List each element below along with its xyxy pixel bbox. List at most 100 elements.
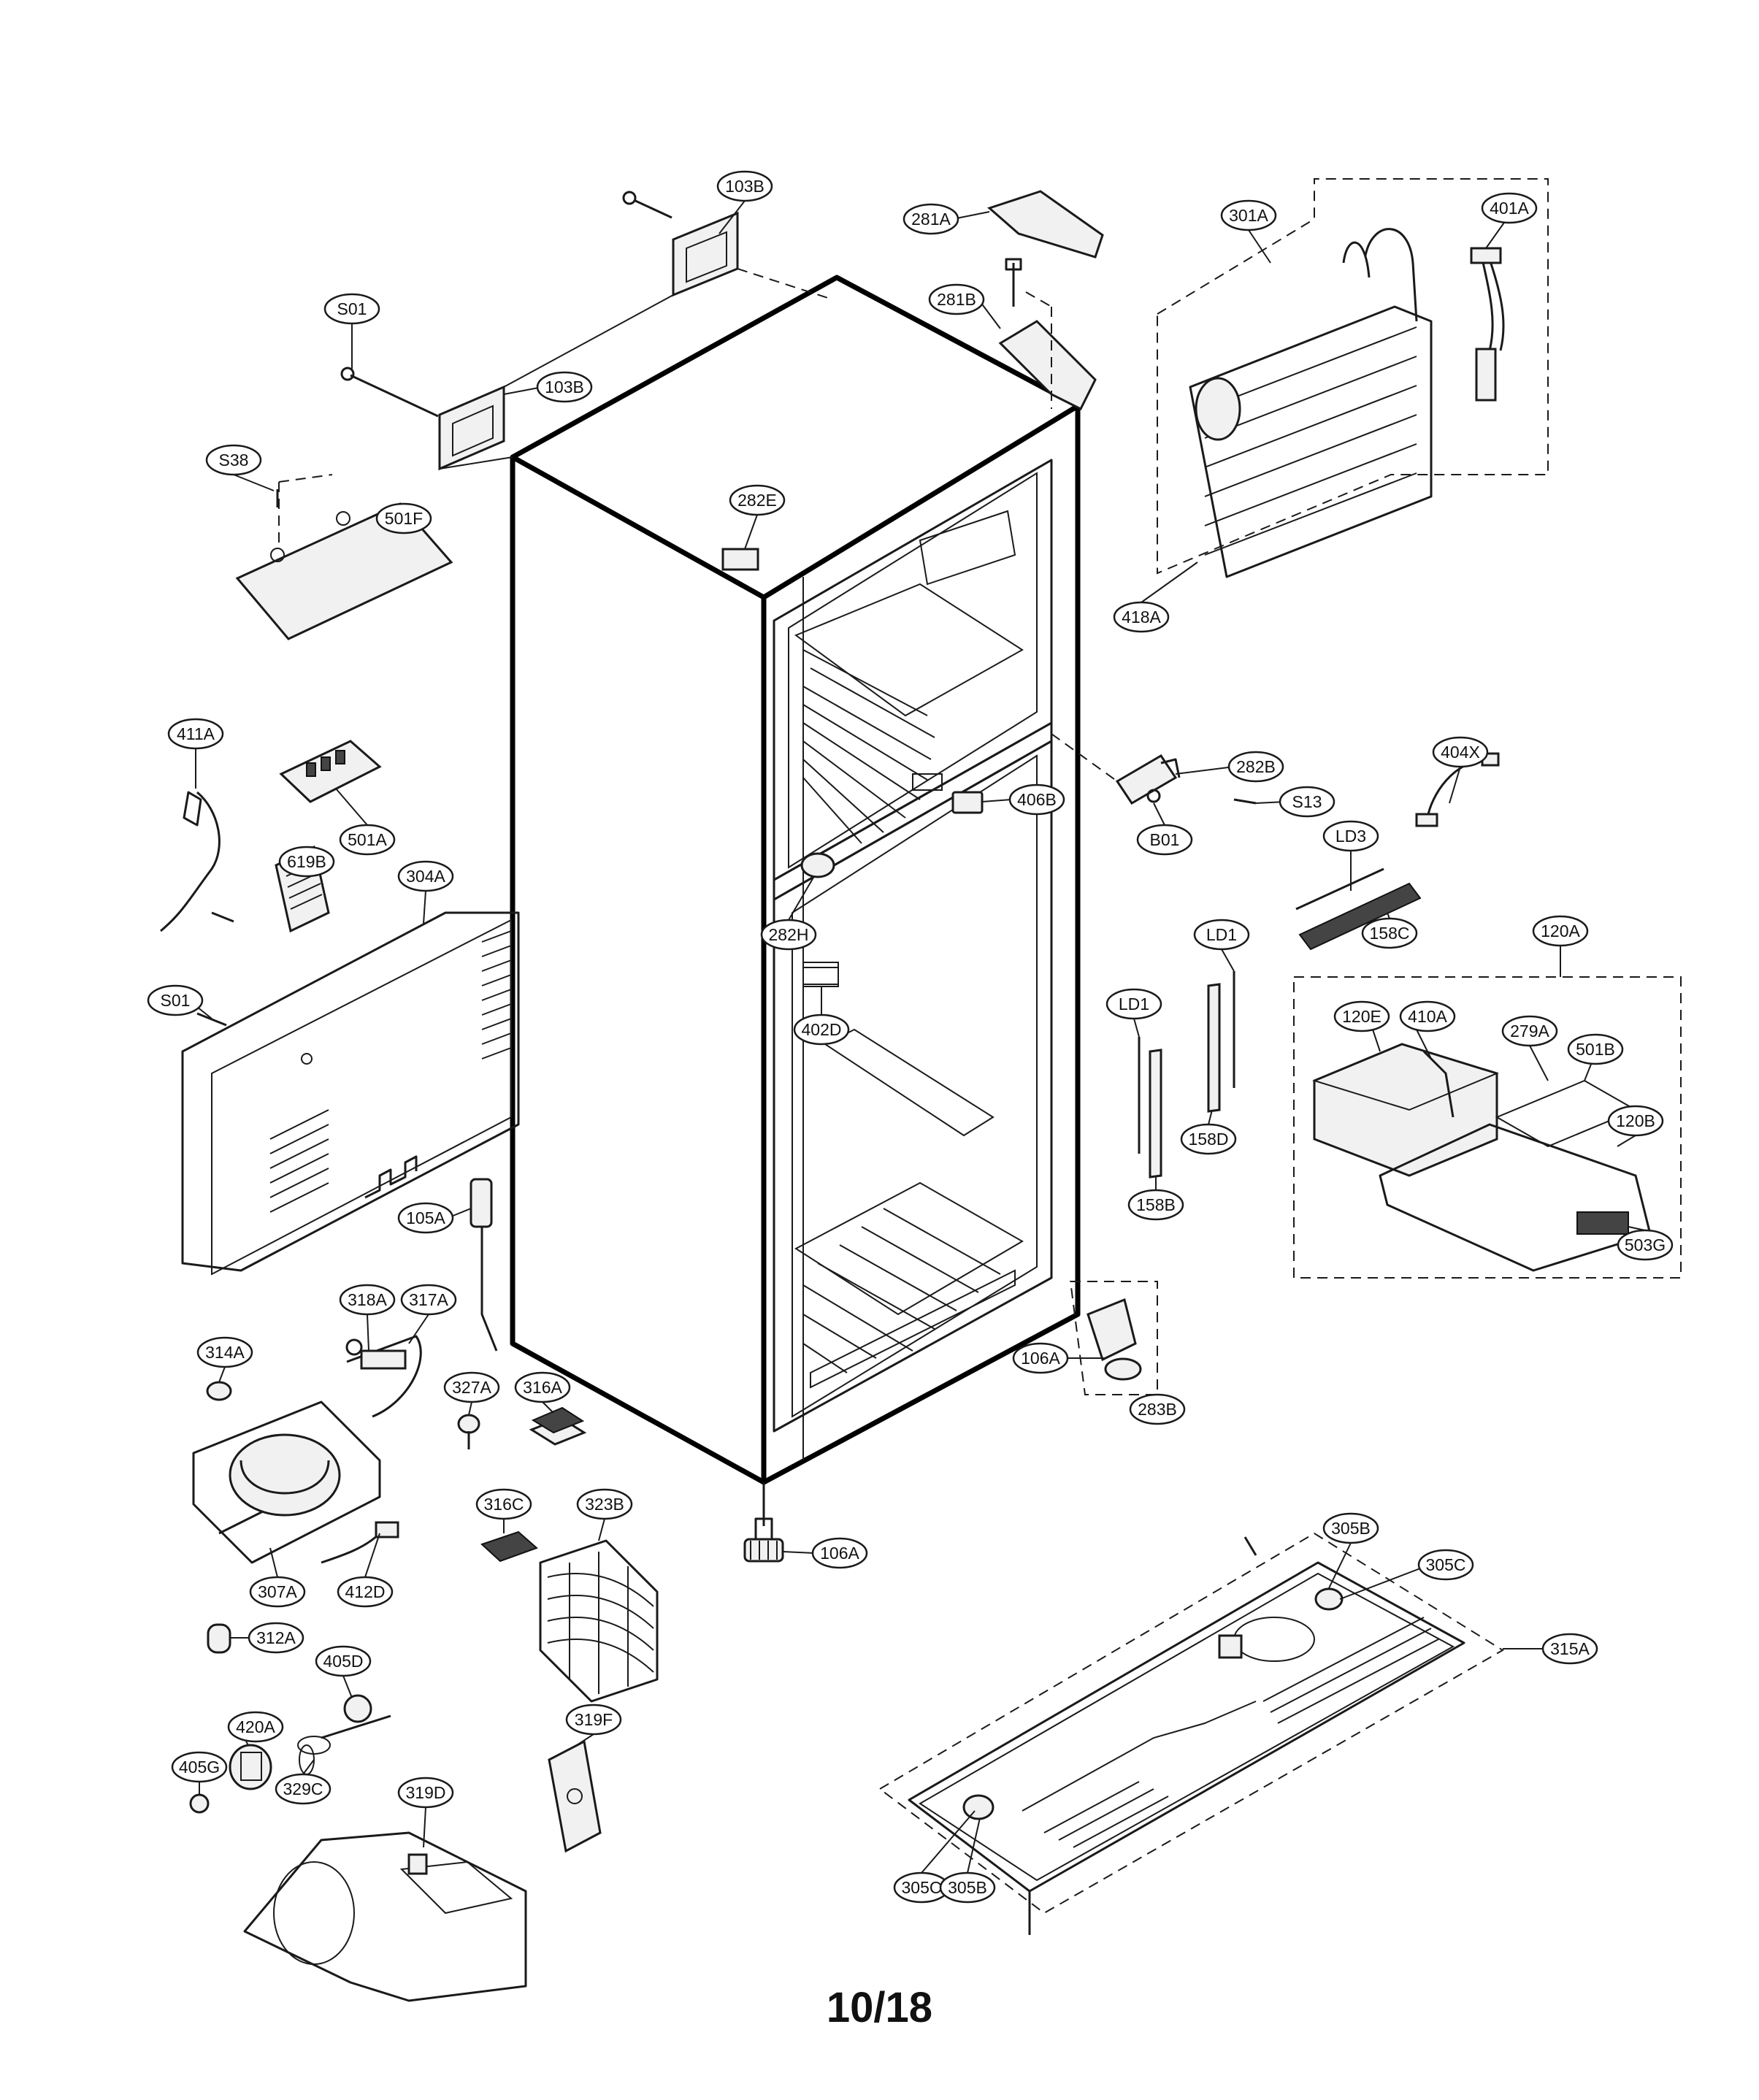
callout-501b: 501B bbox=[1567, 1033, 1624, 1065]
overload-protector bbox=[345, 1335, 422, 1418]
callout-ellipse bbox=[1220, 199, 1277, 231]
compressor-mount bbox=[207, 1623, 231, 1654]
callout-s38: S38 bbox=[205, 444, 262, 476]
callout-label: 106A bbox=[1021, 1349, 1060, 1368]
callout-label: 283B bbox=[1138, 1400, 1177, 1419]
callout-ellipse bbox=[1361, 917, 1418, 949]
callout-ld3: LD3 bbox=[1322, 820, 1379, 852]
callout-327a: 327A bbox=[443, 1371, 500, 1403]
callout-s01-top: S01 bbox=[323, 293, 380, 325]
callout-ellipse bbox=[1607, 1105, 1664, 1137]
callout-label: 405G bbox=[179, 1758, 220, 1777]
callout-label: LD3 bbox=[1335, 827, 1366, 846]
callout-279a: 279A bbox=[1501, 1015, 1558, 1047]
callout-ellipse bbox=[248, 1622, 304, 1654]
callout-label: 281A bbox=[911, 210, 951, 229]
callout-label: 281B bbox=[937, 290, 976, 309]
callout-120e: 120E bbox=[1333, 1000, 1390, 1032]
callout-ellipse bbox=[1501, 1015, 1558, 1047]
callout-label: 418A bbox=[1122, 608, 1161, 626]
callout-layer: 103B S01 103B S38 501F 282E 281A 281B 301A 401A 41… bbox=[147, 170, 1674, 1904]
callout-label: LD1 bbox=[1206, 925, 1237, 944]
callout-503g: 503G bbox=[1617, 1229, 1674, 1261]
callout-ld1-left: LD1 bbox=[1105, 988, 1162, 1020]
callout-ellipse bbox=[1417, 1549, 1474, 1581]
callout-label: 305B bbox=[1331, 1519, 1371, 1538]
callout-420a: 420A bbox=[227, 1711, 284, 1743]
callout-label: 106A bbox=[820, 1544, 859, 1563]
callout-label: 282E bbox=[737, 491, 777, 510]
callout-b01: B01 bbox=[1136, 824, 1193, 856]
callout-label: 305C bbox=[1426, 1555, 1466, 1574]
compressor bbox=[192, 1400, 381, 1564]
leveling-foot bbox=[743, 1482, 784, 1563]
callout-ellipse bbox=[397, 860, 454, 892]
callout-103b-mid: 103B bbox=[536, 371, 593, 403]
callout-106a-bottom: 106A bbox=[811, 1537, 868, 1569]
callout-103b-top: 103B bbox=[716, 170, 773, 202]
callout-ellipse bbox=[375, 502, 432, 534]
callout-label: 312A bbox=[256, 1628, 296, 1647]
callout-label: 319F bbox=[575, 1710, 613, 1729]
callout-ellipse bbox=[928, 283, 985, 315]
callout-316c: 316C bbox=[475, 1488, 532, 1520]
callout-ellipse bbox=[397, 1777, 454, 1809]
callout-label: 316A bbox=[523, 1378, 562, 1397]
insulation-pad bbox=[529, 1406, 587, 1446]
callout-ellipse bbox=[196, 1336, 253, 1368]
callout-label: B01 bbox=[1150, 830, 1180, 849]
callout-ellipse bbox=[339, 824, 396, 856]
callout-106a-right: 106A bbox=[1012, 1342, 1069, 1374]
callout-label: 619B bbox=[287, 852, 326, 871]
callout-ellipse bbox=[793, 1013, 850, 1046]
callout-ellipse bbox=[514, 1371, 571, 1403]
callout-ellipse bbox=[1279, 786, 1335, 818]
callout-ellipse bbox=[1193, 919, 1250, 951]
callout-ellipse bbox=[1136, 824, 1193, 856]
fan-grille bbox=[548, 1739, 602, 1853]
door-switch bbox=[951, 791, 984, 814]
callout-501f: 501F bbox=[375, 502, 432, 534]
callout-s13: S13 bbox=[1279, 786, 1335, 818]
callout-label: 316C bbox=[484, 1495, 524, 1514]
callout-label: 307A bbox=[258, 1582, 297, 1601]
callout-405g: 405G bbox=[171, 1751, 228, 1783]
callout-305b-bottom: 305B bbox=[939, 1871, 996, 1904]
callout-401a: 401A bbox=[1481, 192, 1538, 224]
callout-ellipse bbox=[903, 203, 959, 235]
callout-ellipse bbox=[729, 484, 786, 516]
callout-ellipse bbox=[1129, 1393, 1186, 1425]
callout-label: 279A bbox=[1510, 1022, 1549, 1041]
callout-411a: 411A bbox=[167, 718, 224, 750]
hinge-cover-mid bbox=[340, 367, 505, 471]
callout-ellipse bbox=[1532, 915, 1589, 947]
callout-307a: 307A bbox=[249, 1576, 306, 1608]
callout-ellipse bbox=[397, 1202, 454, 1234]
callout-label: 301A bbox=[1229, 206, 1268, 225]
callout-323b: 323B bbox=[576, 1488, 633, 1520]
power-cord bbox=[160, 791, 234, 932]
callout-317a: 317A bbox=[400, 1284, 457, 1316]
callout-label: 420A bbox=[236, 1717, 275, 1736]
callout-318a: 318A bbox=[339, 1284, 396, 1316]
callout-label: 120B bbox=[1616, 1111, 1655, 1130]
callout-label: S13 bbox=[1292, 792, 1322, 811]
callout-418a: 418A bbox=[1113, 601, 1170, 633]
callout-158c: 158C bbox=[1361, 917, 1418, 949]
callout-label: 158C bbox=[1370, 924, 1410, 943]
callout-label: 314A bbox=[205, 1343, 245, 1362]
grommet bbox=[206, 1381, 232, 1401]
callout-304a: 304A bbox=[397, 860, 454, 892]
callout-label: S01 bbox=[337, 299, 367, 318]
leader-lines bbox=[193, 200, 1646, 1874]
callout-label: S38 bbox=[219, 451, 249, 470]
callout-label: 282B bbox=[1236, 757, 1276, 776]
led-strip-left bbox=[1138, 1037, 1162, 1179]
callout-label: 158B bbox=[1136, 1195, 1176, 1214]
callout-label: 120E bbox=[1342, 1007, 1381, 1026]
callout-ellipse bbox=[339, 1284, 396, 1316]
rear-machine-cover bbox=[181, 911, 520, 1276]
compressor-wiring bbox=[321, 1521, 399, 1564]
led-strip-right bbox=[1207, 971, 1235, 1113]
callout-158d: 158D bbox=[1180, 1123, 1237, 1155]
